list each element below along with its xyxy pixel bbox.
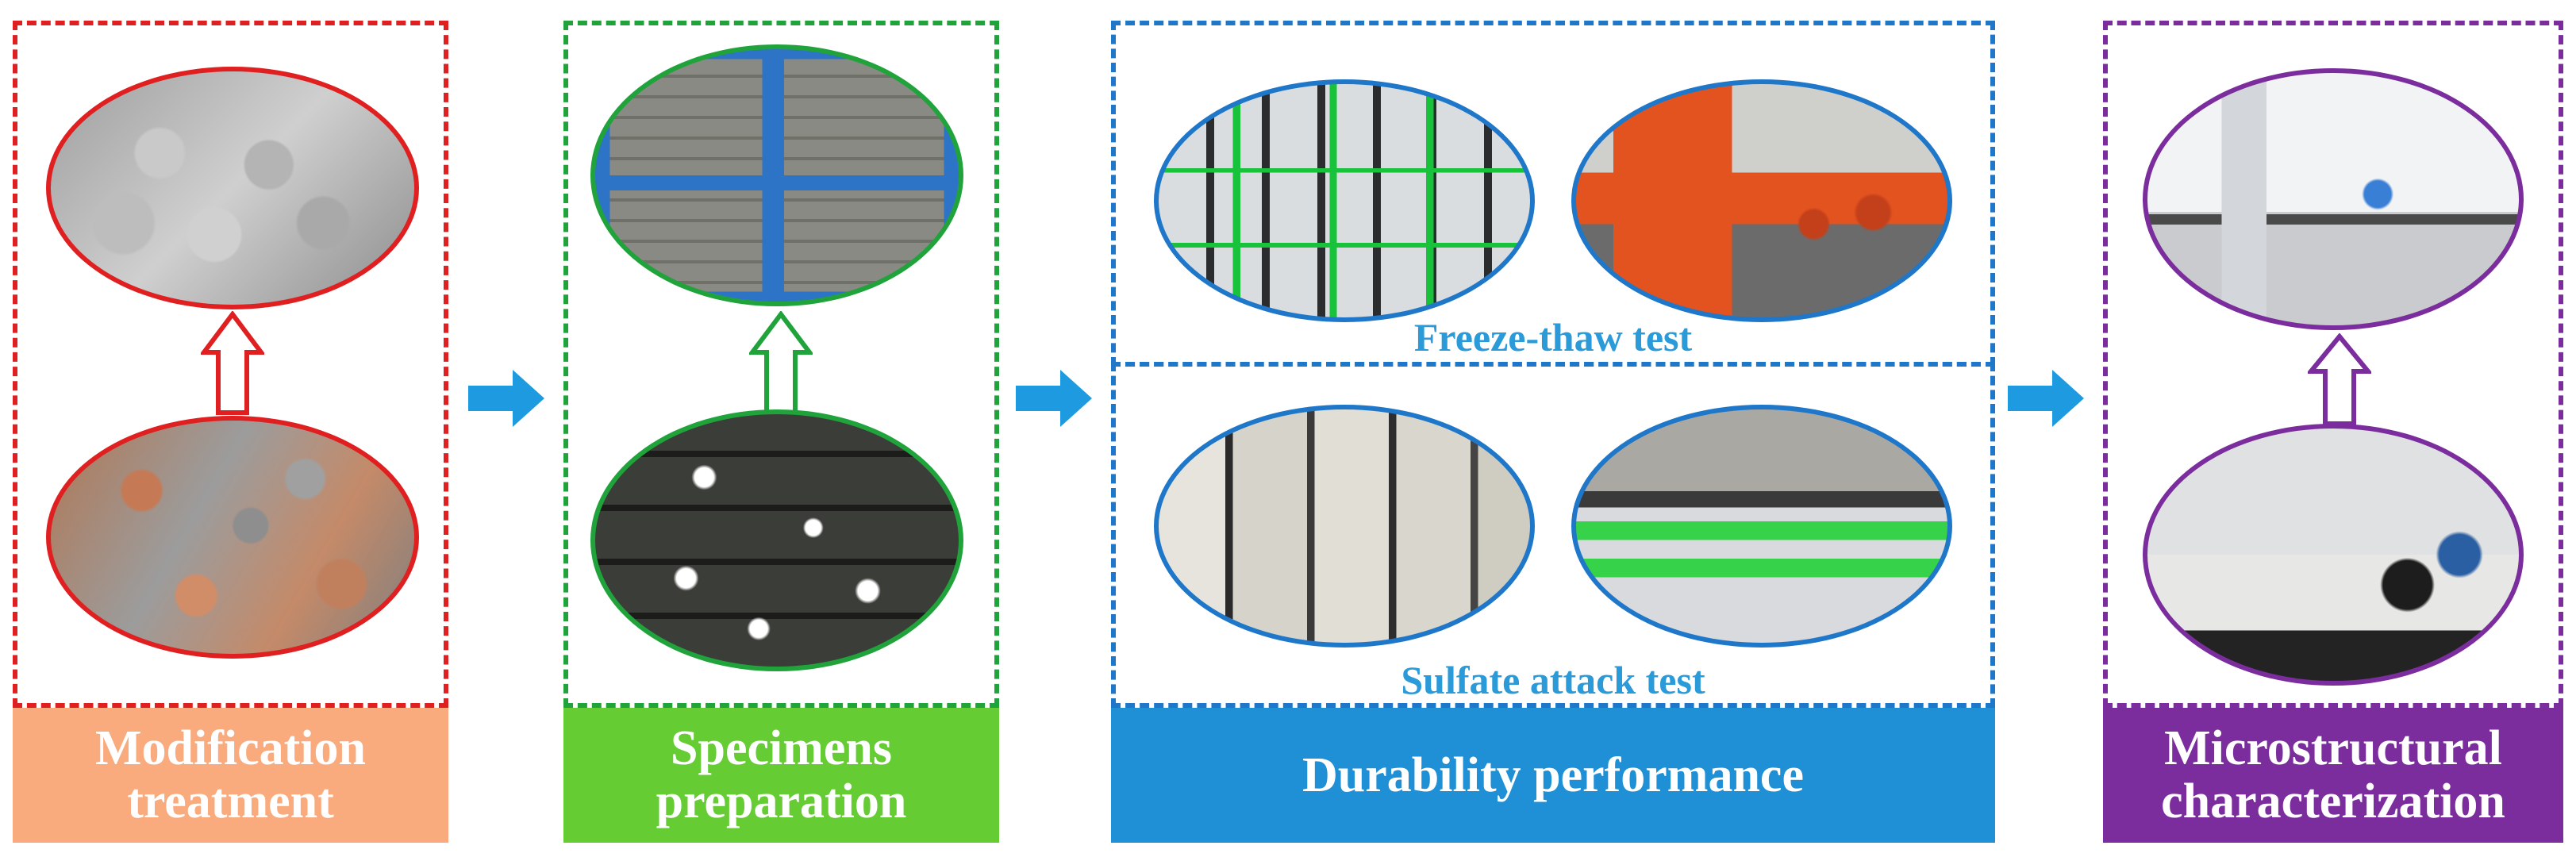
- up-arrow-icon: [749, 311, 813, 415]
- up-arrow-icon: [2308, 333, 2371, 426]
- sulfate-attack-caption: Sulfate attack test: [1401, 658, 1705, 702]
- specimens-frame: [563, 21, 999, 708]
- modification-frame: [13, 21, 448, 708]
- freeze-thaw-caption: Freeze-thaw test: [1413, 315, 1693, 359]
- sem-microscope-photo: [2143, 68, 2524, 330]
- freeze-thaw-chamber-photo: [1154, 79, 1535, 322]
- modification-treatment-label: Modification treatment: [13, 708, 448, 843]
- microstructure-frame: [2103, 21, 2563, 708]
- mip-analyzer-photo: [2143, 424, 2524, 686]
- specimens-curing-photo: [590, 44, 963, 306]
- ultrasonic-tester-photo: [1571, 79, 1952, 322]
- specimens-molds-photo: [590, 409, 963, 671]
- weighing-scale-photo: [1571, 405, 1952, 648]
- microstructural-characterization-label: Microstructural characterization: [2103, 708, 2563, 843]
- specimens-preparation-label: Specimens preparation: [563, 708, 999, 843]
- durability-performance-label: Durability performance: [1111, 708, 1995, 843]
- raw-aggregate-photo: [46, 416, 419, 659]
- modified-aggregate-photo: [46, 67, 419, 309]
- sulfate-specimens-photo: [1154, 405, 1535, 648]
- up-arrow-icon: [201, 311, 264, 415]
- flow-arrow-icon: [468, 370, 544, 427]
- flow-arrow-icon: [1016, 370, 1092, 427]
- flow-arrow-icon: [2008, 370, 2084, 427]
- sulfate-attack-frame: [1111, 362, 1995, 708]
